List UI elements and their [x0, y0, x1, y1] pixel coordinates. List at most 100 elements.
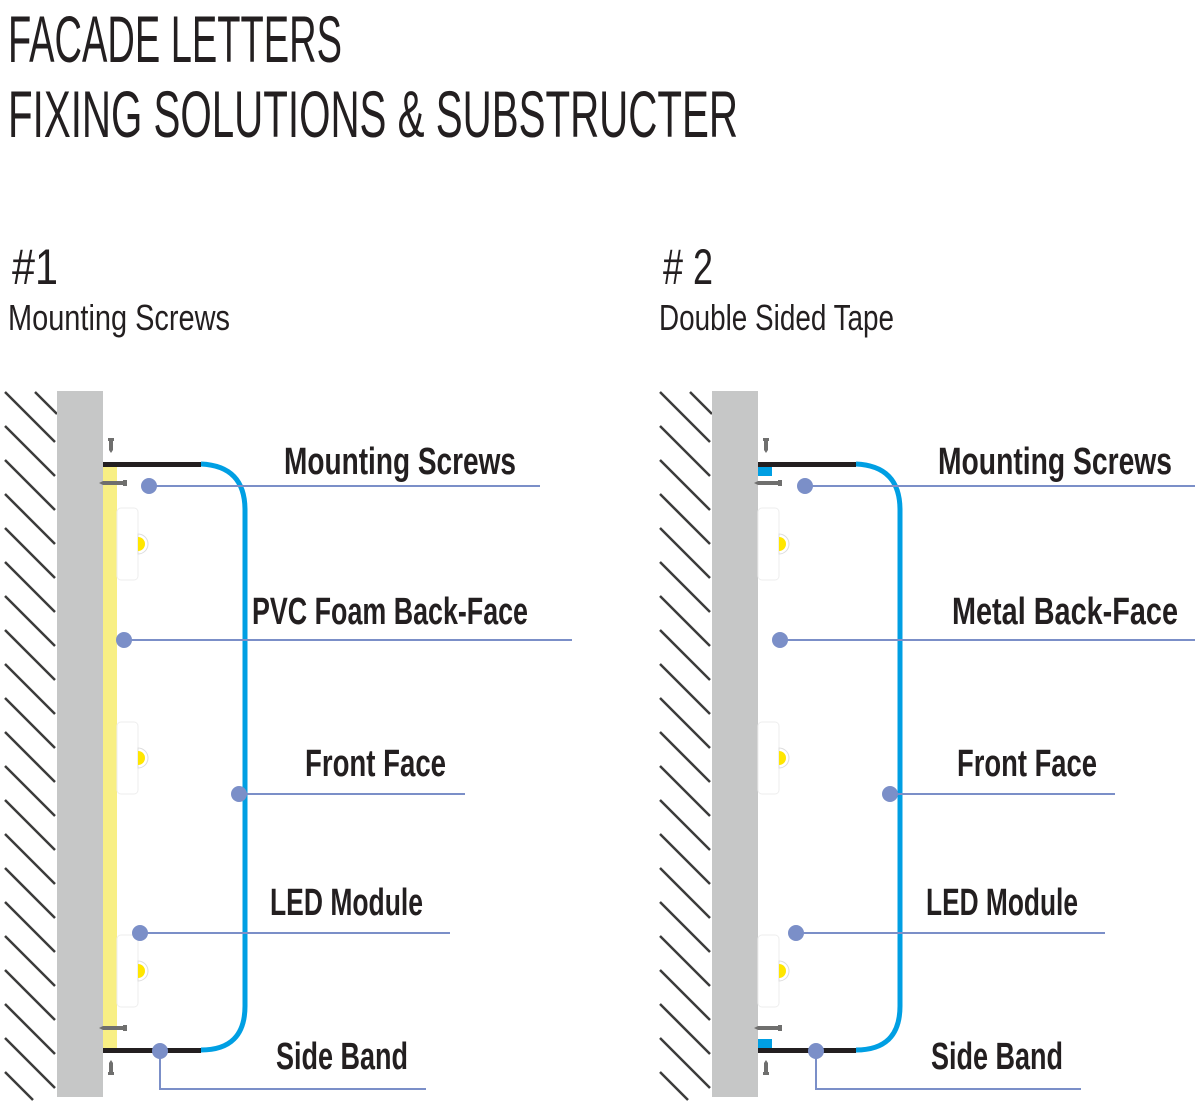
wall-hatch-line — [4, 901, 56, 953]
led-icon — [779, 964, 786, 978]
callout-line — [815, 1051, 1081, 1090]
screw-icon — [108, 1060, 114, 1075]
wall-hatch-line — [4, 663, 56, 715]
callout-dot — [882, 786, 898, 802]
wall-hatch-line — [659, 799, 711, 851]
wall-hatch-line — [4, 799, 56, 851]
double-sided-tape — [758, 1039, 772, 1048]
wall-hatch-line — [659, 697, 711, 749]
wall-hatch-line — [4, 391, 56, 443]
diagram-1: #1 Mounting Screws Mounting Screws PVC F… — [4, 239, 572, 1101]
screw-icon — [754, 1025, 782, 1031]
label-side-band: Side Band — [931, 1036, 1063, 1078]
callout-dot — [132, 925, 148, 941]
diagram-2: # 2 Double Sided Tape Mounting Screws Me… — [659, 239, 1195, 1101]
callout-dot — [116, 632, 132, 648]
double-sided-tape — [758, 467, 772, 476]
screw-icon — [99, 1025, 127, 1031]
wall — [712, 391, 758, 1097]
wall-hatch-line — [659, 425, 711, 477]
top-bar — [103, 462, 201, 467]
label-back-face: Metal Back-Face — [952, 591, 1178, 633]
screw-icon — [763, 438, 769, 453]
screw-icon — [763, 1060, 769, 1075]
callout-dot — [808, 1043, 824, 1059]
wall-hatch-line — [4, 969, 56, 1021]
wall-hatch-line — [4, 527, 56, 579]
side-band — [200, 461, 248, 1053]
title-line-2: FIXING SOLUTIONS & SUBSTRUCTER — [8, 77, 738, 151]
wall-hatch-line — [659, 765, 711, 817]
wall-hatch-line — [689, 391, 713, 415]
wall-hatch-line — [4, 1003, 56, 1055]
led-icon — [138, 537, 145, 551]
led-module — [757, 934, 780, 1008]
wall-hatch-line — [34, 391, 58, 415]
wall-hatch-line — [659, 867, 711, 919]
callout-dot — [231, 786, 247, 802]
label-mounting-screws: Mounting Screws — [284, 441, 516, 483]
title-line-1: FACADE LETTERS — [8, 2, 342, 76]
screw-icon — [108, 438, 114, 453]
bottom-bar — [103, 1048, 201, 1053]
diagram-number: # 2 — [663, 239, 713, 295]
wall-hatch-line — [4, 935, 56, 987]
callout-line — [159, 1051, 426, 1090]
led-module — [116, 934, 139, 1008]
label-front-face: Front Face — [957, 743, 1097, 785]
diagram-subtitle: Double Sided Tape — [659, 297, 894, 338]
callout-dot — [797, 478, 813, 494]
diagram-subtitle: Mounting Screws — [8, 297, 230, 338]
led-module — [757, 507, 780, 581]
led-icon — [138, 964, 145, 978]
wall-hatch-line — [659, 595, 711, 647]
wall-hatch-line — [4, 493, 56, 545]
wall-hatch-line — [4, 425, 56, 477]
pvc-back-face — [103, 465, 117, 1049]
wall-hatch-line — [4, 867, 56, 919]
screw-icon — [99, 480, 127, 486]
wall-hatch-line — [659, 901, 711, 953]
callout-dot — [772, 632, 788, 648]
wall-hatch-line — [4, 629, 56, 681]
top-bar — [758, 462, 856, 467]
side-band — [855, 461, 903, 1053]
wall-hatch-line — [4, 1037, 56, 1089]
wall-hatch-line — [659, 629, 711, 681]
wall-hatch-line — [659, 935, 711, 987]
diagram-number: #1 — [12, 239, 58, 295]
led-icon — [779, 537, 786, 551]
screw-icon — [754, 480, 782, 486]
wall-hatch-line — [4, 731, 56, 783]
label-front-face: Front Face — [305, 743, 446, 785]
callout-dot — [152, 1043, 168, 1059]
label-mounting-screws: Mounting Screws — [938, 441, 1172, 483]
label-led-module: LED Module — [926, 882, 1078, 924]
wall-hatch-line — [659, 459, 711, 511]
wall-hatch-line — [4, 833, 56, 885]
wall-hatch-line — [659, 731, 711, 783]
label-led-module: LED Module — [270, 882, 423, 924]
wall-hatch-line — [659, 561, 711, 613]
callout-dot — [788, 925, 804, 941]
callout-dot — [141, 478, 157, 494]
wall-hatch-line — [659, 1003, 711, 1055]
led-icon — [779, 751, 786, 765]
wall-hatch-line — [659, 663, 711, 715]
label-side-band: Side Band — [276, 1036, 408, 1078]
wall-hatch-line — [659, 833, 711, 885]
bottom-bar — [758, 1048, 856, 1053]
led-icon — [138, 751, 145, 765]
wall-hatch-line — [659, 493, 711, 545]
wall-hatch-line — [4, 697, 56, 749]
wall-hatch-line — [659, 1037, 711, 1089]
wall-hatch-line — [4, 595, 56, 647]
wall-hatch-line — [659, 1071, 689, 1101]
wall-hatch-line — [659, 969, 711, 1021]
wall-hatch-line — [659, 527, 711, 579]
wall-hatch-line — [4, 1071, 34, 1101]
wall-hatch-line — [4, 459, 56, 511]
wall — [57, 391, 103, 1097]
wall-hatch-line — [4, 561, 56, 613]
